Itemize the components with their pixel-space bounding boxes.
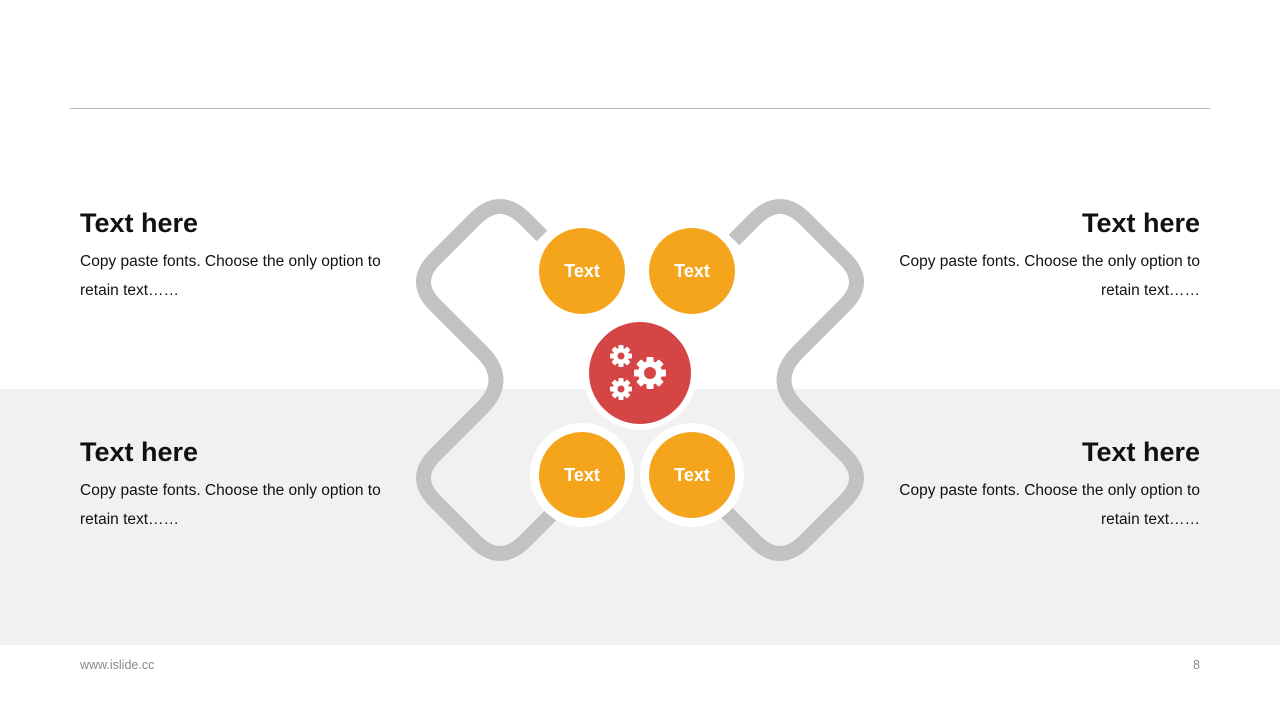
node-label: Text [564,261,600,281]
block-heading: Text here [80,437,199,467]
node-top-right: Text [643,222,741,320]
block-heading: Text here [1081,208,1200,238]
footer-url: www.islide.cc [80,658,155,672]
block-heading: Text here [80,208,199,238]
text-block-bottom-left: Text here Copy paste fonts. Choose the o… [80,436,410,534]
block-body: Copy paste fonts. Choose the only option… [80,253,381,299]
node-label: Text [674,465,710,485]
bottom-band [0,389,1280,645]
node-bottom-right: Text [640,423,744,527]
gears-icon [610,345,666,400]
connector-left [416,199,558,561]
node-label: Text [674,261,710,281]
block-body: Copy paste fonts. Choose the only option… [899,482,1200,528]
text-block-top-left: Text here Copy paste fonts. Choose the o… [80,207,410,305]
block-heading: Text here [1081,437,1200,467]
top-divider [70,108,1210,109]
text-block-top-right: Text here Copy paste fonts. Choose the o… [870,207,1200,305]
text-block-bottom-right: Text here Copy paste fonts. Choose the o… [870,436,1200,534]
node-label: Text [564,465,600,485]
node-top-left: Text [533,222,631,320]
block-body: Copy paste fonts. Choose the only option… [80,482,381,528]
connector-right [718,199,864,561]
node-bottom-left: Text [530,423,634,527]
page-number: 8 [1193,658,1200,672]
block-body: Copy paste fonts. Choose the only option… [899,253,1200,299]
